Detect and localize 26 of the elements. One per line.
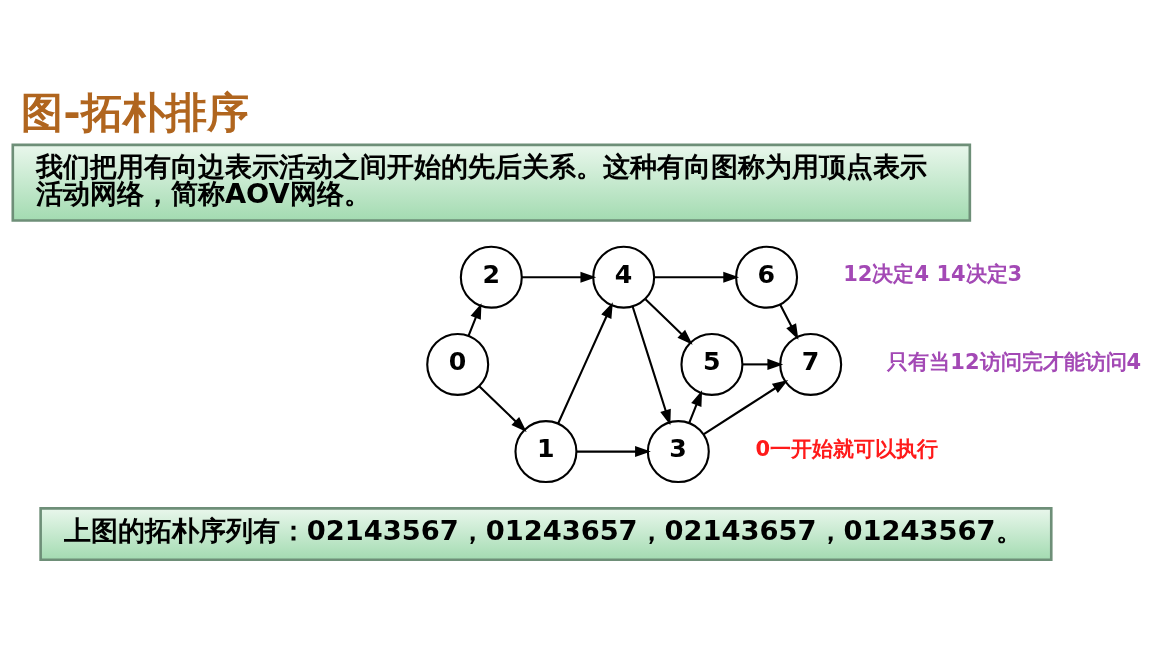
arrow [576, 446, 651, 458]
arrow [779, 304, 799, 340]
node-circle: 2 [459, 245, 523, 309]
label: 12决定4 14决定3 [843, 261, 1023, 287]
arrow [631, 306, 671, 426]
node-circle: 0 [426, 332, 490, 396]
arrow [688, 390, 703, 424]
label: 只有当12访问完才能访问4 [887, 348, 1142, 374]
arrow [521, 271, 597, 283]
arrow [654, 271, 740, 283]
label: 0一开始就可以执行 [755, 435, 939, 461]
arrow [557, 302, 613, 424]
node-box: 上图的拓朴序列有：02143567，01243657，02143657，01243567。 [39, 507, 1053, 562]
node-circle: 1 [514, 420, 578, 484]
node-circle: 3 [646, 420, 710, 484]
node-circle: 7 [779, 332, 843, 396]
arrow [703, 379, 789, 435]
node-circle: 4 [592, 245, 656, 309]
node-circle: 5 [680, 332, 744, 396]
node-circle: 6 [735, 245, 799, 309]
node-box: 我们把用有向边表示活动之间开始的先后关系。这种有向图称为用顶点表示活动网络，简称AOV网络。 [11, 143, 972, 222]
arrow [742, 358, 784, 370]
arrow [467, 303, 482, 337]
arrow [644, 298, 693, 345]
arrow [478, 385, 527, 432]
diagram-title: 图-拓朴排序 [21, 87, 249, 137]
